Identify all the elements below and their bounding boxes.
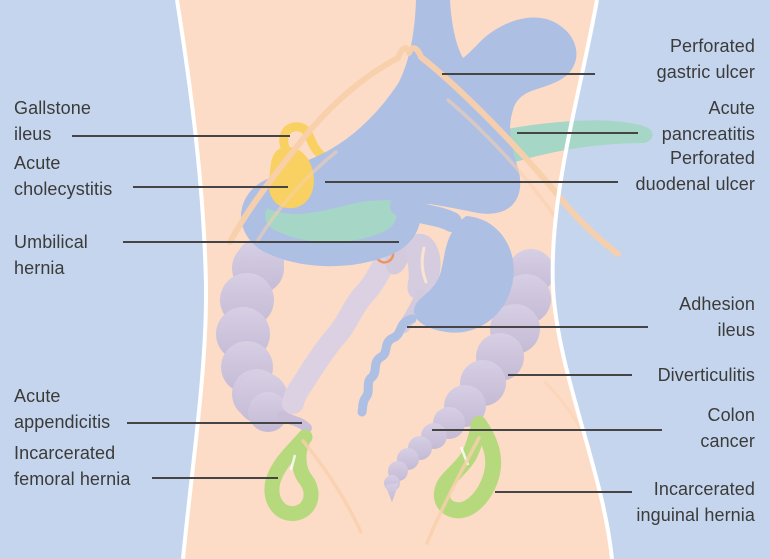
stomach	[261, 0, 577, 214]
body-contour-right	[550, 0, 614, 559]
body-contour	[175, 0, 614, 559]
groin-crease-left	[301, 439, 363, 534]
dilated-ileum-loop	[413, 216, 514, 333]
ascending-colon	[216, 238, 288, 432]
rectum-tip	[385, 483, 399, 502]
femoral-hernia-loop	[264, 429, 319, 522]
femoral-loop-highlight	[289, 454, 297, 471]
small-intestine	[282, 241, 407, 414]
descending-sigmoid-colon	[384, 249, 554, 502]
label-diverticulitis: Diverticulitis	[657, 365, 755, 385]
body-contour-left	[175, 0, 209, 559]
groin-crease-right	[425, 436, 481, 545]
leader-lines	[72, 73, 662, 493]
gallbladder	[268, 147, 314, 209]
jejunum	[390, 196, 462, 232]
duodenum	[241, 178, 421, 267]
appendix	[277, 411, 312, 433]
obstructed-ileum-segment	[357, 314, 417, 417]
